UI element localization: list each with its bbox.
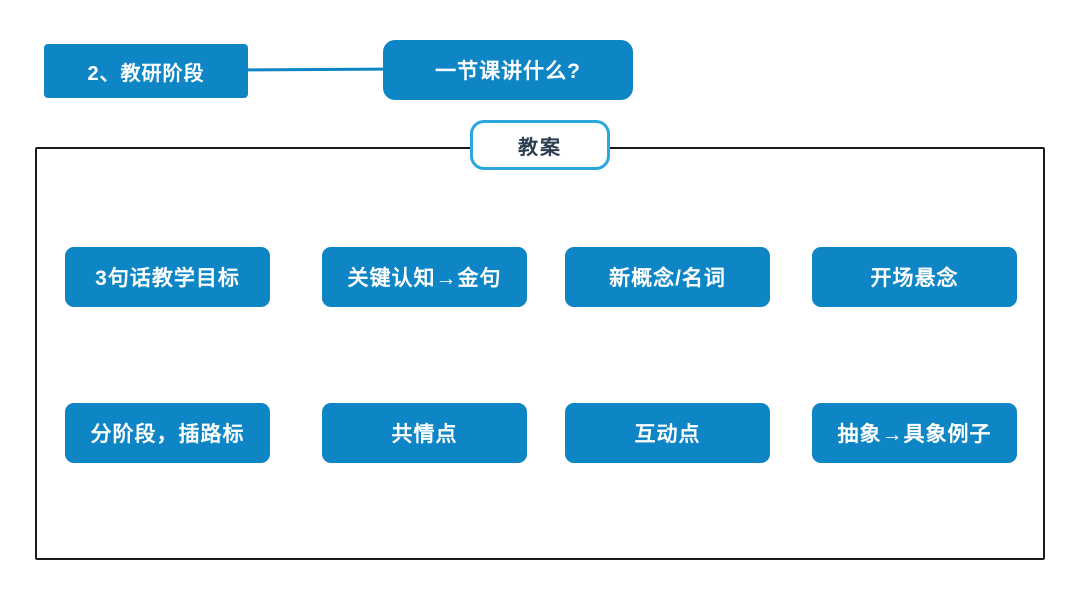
card-label: 关键认知→金句 [347, 267, 502, 290]
card-label: 3句话教学目标 [95, 267, 240, 290]
connector-line [245, 67, 386, 72]
lesson-plan-frame [35, 147, 1045, 560]
card-label: 开场悬念 [870, 267, 959, 290]
card-label: 互动点 [634, 423, 701, 446]
topic-node-label: 一节课讲什么? [435, 60, 581, 83]
card-key-insight-golden-line: 关键认知→金句 [322, 247, 527, 307]
card-label: 抽象→具象例子 [837, 423, 992, 446]
card-stages-signposts: 分阶段，插路标 [65, 403, 270, 463]
lesson-plan-tag: 教案 [470, 120, 610, 170]
card-teaching-goals: 3句话教学目标 [65, 247, 270, 307]
card-interaction-point: 互动点 [565, 403, 770, 463]
stage-node: 2、教研阶段 [44, 44, 248, 98]
topic-node: 一节课讲什么? [383, 40, 633, 100]
card-label: 新概念/名词 [609, 267, 726, 290]
card-label: 共情点 [391, 423, 458, 446]
card-label: 分阶段，插路标 [90, 423, 245, 446]
card-abstract-to-concrete: 抽象→具象例子 [812, 403, 1017, 463]
card-empathy-point: 共情点 [322, 403, 527, 463]
card-opening-suspense: 开场悬念 [812, 247, 1017, 307]
card-new-concepts-terms: 新概念/名词 [565, 247, 770, 307]
lesson-plan-tag-label: 教案 [518, 136, 562, 159]
stage-node-label: 2、教研阶段 [87, 62, 205, 85]
